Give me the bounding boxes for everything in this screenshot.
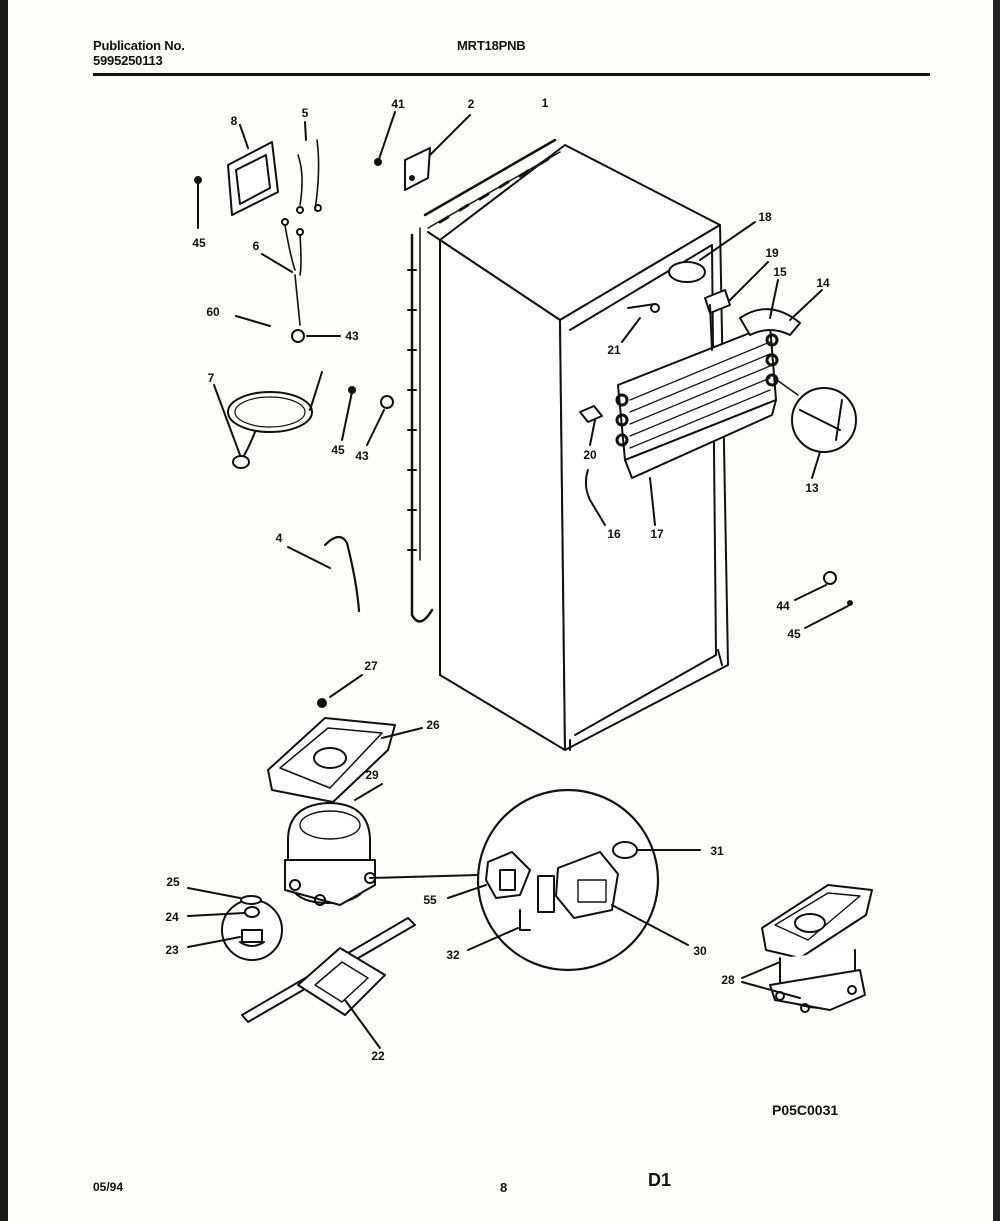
bracket-part-2 [404, 147, 431, 191]
callout-28: 28 [721, 973, 735, 987]
figure-code: P05C0031 [772, 1102, 839, 1118]
scan-edge-right [993, 0, 1000, 1221]
publication-number: 5995250113 [93, 53, 163, 68]
callout-19: 19 [765, 246, 779, 260]
callout-43-mid: 43 [355, 449, 369, 463]
callout-17: 17 [650, 527, 664, 541]
compressor-pan-part-28 [741, 884, 873, 1013]
callout-23: 23 [165, 943, 179, 957]
relay-detail-circle [369, 788, 701, 972]
callout-32: 32 [446, 948, 460, 962]
callout-5: 5 [301, 106, 309, 120]
callout-16: 16 [607, 527, 621, 541]
callout-44: 44 [776, 599, 790, 613]
callout-13: 13 [805, 481, 819, 495]
footer-date: 05/94 [93, 1180, 124, 1194]
base-rail-part-22 [241, 917, 416, 1049]
callout-22: 22 [371, 1049, 385, 1063]
callout-26: 26 [426, 718, 440, 732]
callout-2: 2 [467, 97, 475, 111]
callout-6: 6 [252, 239, 260, 253]
callout-45-mid: 45 [331, 443, 345, 457]
footer-page-number: 8 [500, 1180, 508, 1195]
compressor-assembly [187, 783, 383, 961]
callout-43-top: 43 [345, 329, 359, 343]
callout-20: 20 [583, 448, 597, 462]
callout-60: 60 [206, 305, 220, 319]
callout-4: 4 [275, 531, 283, 545]
callout-41: 41 [391, 97, 405, 111]
model-number: MRT18PNB [457, 38, 526, 53]
callout-24: 24 [165, 910, 179, 924]
callout-25: 25 [166, 875, 180, 889]
callout-27: 27 [364, 659, 378, 673]
callout-55: 55 [423, 893, 437, 907]
footer-section-code: D1 [648, 1170, 672, 1190]
callout-1: 1 [541, 96, 549, 110]
callout-45-right: 45 [787, 627, 801, 641]
callout-18: 18 [758, 210, 772, 224]
scan-edge-left [0, 0, 8, 1221]
callout-45-top: 45 [192, 236, 206, 250]
callout-21: 21 [607, 343, 621, 357]
cabinet-part-1 [407, 138, 729, 751]
callout-14: 14 [816, 276, 830, 290]
callout-30: 30 [693, 944, 707, 958]
callout-31: 31 [710, 844, 724, 858]
publication-label: Publication No. [93, 38, 185, 53]
callout-15: 15 [773, 265, 787, 279]
evaporator-assembly [579, 221, 857, 526]
callout-29: 29 [365, 768, 379, 782]
header-rule [93, 73, 930, 76]
callout-8: 8 [230, 114, 238, 128]
callout-7: 7 [207, 371, 215, 385]
